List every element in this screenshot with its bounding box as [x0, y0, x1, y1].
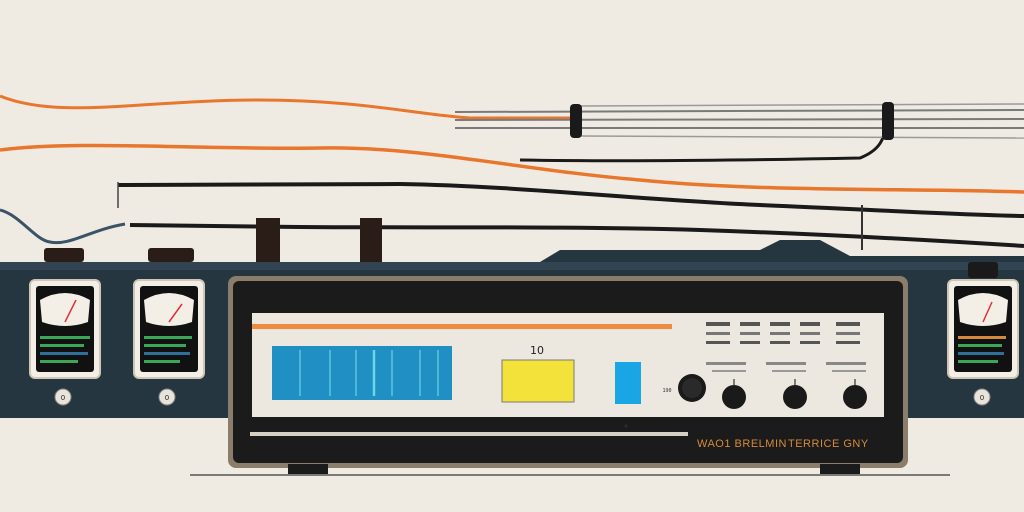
- yellow-display: [501, 359, 575, 403]
- knob-1[interactable]: [678, 374, 706, 402]
- meter-needle: [64, 299, 77, 323]
- connector-5: [968, 262, 998, 278]
- cable-black-3: [519, 114, 890, 163]
- cable-orange-mid: [0, 143, 1024, 194]
- readout-label: 10: [530, 344, 544, 357]
- rod-4: [579, 103, 1024, 107]
- tuning-scale-bar: [252, 324, 672, 329]
- brand-label-right: TERRICE GNY: [788, 438, 869, 450]
- meter-badge: [158, 388, 176, 406]
- receiver: 10 190: [190, 276, 950, 476]
- side-meter-left-1: 0: [29, 279, 101, 406]
- meter-badge-label: 0: [61, 394, 65, 402]
- lower-strip: [250, 432, 688, 436]
- meter-dial: [958, 293, 1008, 326]
- rod-clamp-1: [570, 104, 582, 138]
- side-meter-left-2: 0: [133, 279, 205, 406]
- rod-2: [454, 118, 1024, 121]
- meter-needle: [168, 303, 183, 323]
- cable-black-2: [129, 223, 1024, 248]
- meter-badge-label: 0: [980, 394, 984, 402]
- side-meter-right-1: 0: [947, 279, 1019, 406]
- cable-orange-top: [0, 94, 580, 120]
- cable-black-1: [117, 181, 1024, 218]
- receiver-foot-right: [820, 464, 860, 474]
- switch-rows: [706, 322, 866, 372]
- meter-dial: [40, 293, 90, 326]
- meter-dial: [144, 293, 194, 326]
- rod-1: [454, 109, 1024, 113]
- receiver-foot-left: [288, 464, 328, 474]
- top-connectors: [44, 218, 998, 278]
- cyan-indicator: [615, 362, 641, 404]
- knob-3[interactable]: [783, 379, 807, 409]
- knob-4[interactable]: [843, 379, 867, 409]
- meter-badge-label: 0: [165, 394, 169, 402]
- small-label: 190: [662, 388, 671, 394]
- connector-2: [148, 248, 194, 262]
- frequency-display: [272, 346, 452, 400]
- band-highlight: [0, 262, 1024, 270]
- meter-needle: [982, 301, 993, 323]
- connector-3: [256, 218, 280, 262]
- footer-mark: #: [624, 424, 627, 430]
- brand-label-left: WAO1 BRELMIN: [697, 438, 787, 450]
- connector-1: [44, 248, 84, 262]
- cable-blue-left: [0, 208, 126, 245]
- cables: [0, 94, 1024, 250]
- meter-badge: [973, 388, 991, 406]
- rod-5: [579, 135, 1024, 139]
- meter-badge: [54, 388, 72, 406]
- connector-4: [360, 218, 382, 262]
- display-lines: [299, 350, 439, 396]
- knob-2[interactable]: [722, 379, 746, 409]
- rod-clamp-2: [882, 102, 894, 140]
